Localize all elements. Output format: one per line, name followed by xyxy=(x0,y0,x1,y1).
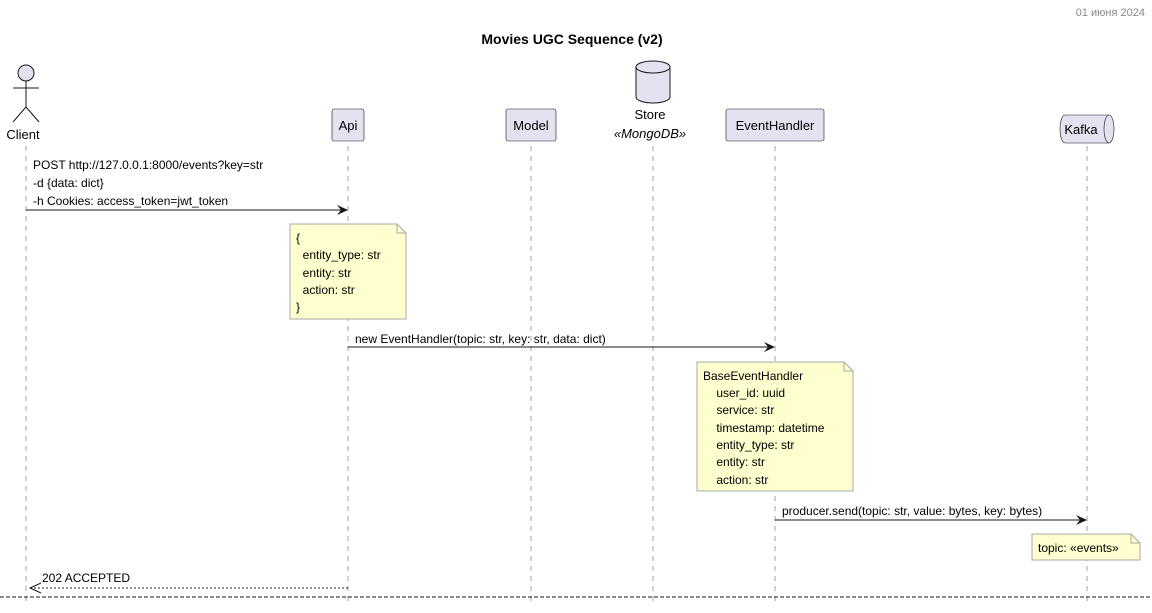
message-new-handler: new EventHandler(topic: str, key: str, d… xyxy=(348,332,775,352)
note-topic: topic: «events» xyxy=(1031,533,1141,561)
message-accepted: 202 ACCEPTED xyxy=(28,571,348,594)
message-post-request: POST http://127.0.0.1:8000/events?key=st… xyxy=(26,158,348,215)
participant-kafka: Kafka xyxy=(1059,114,1115,144)
message-producer-send-text: producer.send(topic: str, value: bytes, … xyxy=(782,504,1042,518)
participant-model: Model xyxy=(505,108,557,142)
participant-eventhandler-label: EventHandler xyxy=(736,118,815,133)
arrow-head-icon xyxy=(1076,515,1087,525)
note-base-handler-line-3: service: str xyxy=(703,403,774,417)
diagram-date: 01 июня 2024 xyxy=(1076,7,1145,19)
database-icon xyxy=(635,60,671,104)
participant-store-stereotype: «MongoDB» xyxy=(614,126,686,141)
note-topic-text: topic: «events» xyxy=(1038,541,1119,555)
actor-icon xyxy=(12,64,40,123)
note-base-handler-line-1: BaseEventHandler xyxy=(703,369,803,383)
participant-api: Api xyxy=(331,108,365,142)
participant-api-label: Api xyxy=(339,118,358,133)
arrow-head-icon xyxy=(764,342,775,352)
note-payload-line-3: entity: str xyxy=(296,266,351,280)
note-base-handler-line-6: entity: str xyxy=(703,455,765,469)
note-payload: { entity_type: str entity: str action: s… xyxy=(289,223,407,320)
note-base-handler: BaseEventHandler user_id: uuid service: … xyxy=(696,361,854,492)
note-base-handler-line-2: user_id: uuid xyxy=(703,386,785,400)
note-base-handler-line-4: timestamp: datetime xyxy=(703,421,825,435)
message-post-line-1: POST http://127.0.0.1:8000/events?key=st… xyxy=(33,158,263,172)
note-payload-line-5: } xyxy=(296,300,300,314)
participant-store: Store «MongoDB» xyxy=(614,60,686,141)
participant-kafka-label: Kafka xyxy=(1064,122,1098,137)
note-base-handler-line-7: action: str xyxy=(703,473,768,487)
queue-icon xyxy=(1059,114,1115,144)
note-base-handler-line-5: entity_type: str xyxy=(703,438,794,452)
participant-eventhandler: EventHandler xyxy=(725,108,825,142)
note-payload-line-4: action: str xyxy=(296,283,355,297)
message-new-handler-text: new EventHandler(topic: str, key: str, d… xyxy=(355,332,606,346)
diagram-title: Movies UGC Sequence (v2) xyxy=(481,31,662,47)
note-payload-line-2: entity_type: str xyxy=(296,248,381,262)
note-payload-line-1: { xyxy=(296,231,300,245)
arrow-head-icon xyxy=(28,582,42,594)
participant-store-label: Store xyxy=(634,107,665,122)
message-post-line-3: -h Cookies: access_token=jwt_token xyxy=(33,194,228,208)
arrow-head-icon xyxy=(337,205,348,215)
message-producer-send: producer.send(topic: str, value: bytes, … xyxy=(775,504,1087,525)
participant-model-label: Model xyxy=(513,118,549,133)
participant-client-label: Client xyxy=(6,127,40,142)
lifelines xyxy=(25,146,1088,606)
message-accepted-text: 202 ACCEPTED xyxy=(42,571,130,585)
participant-client: Client xyxy=(6,64,40,142)
message-post-line-2: -d {data: dict} xyxy=(33,176,104,190)
